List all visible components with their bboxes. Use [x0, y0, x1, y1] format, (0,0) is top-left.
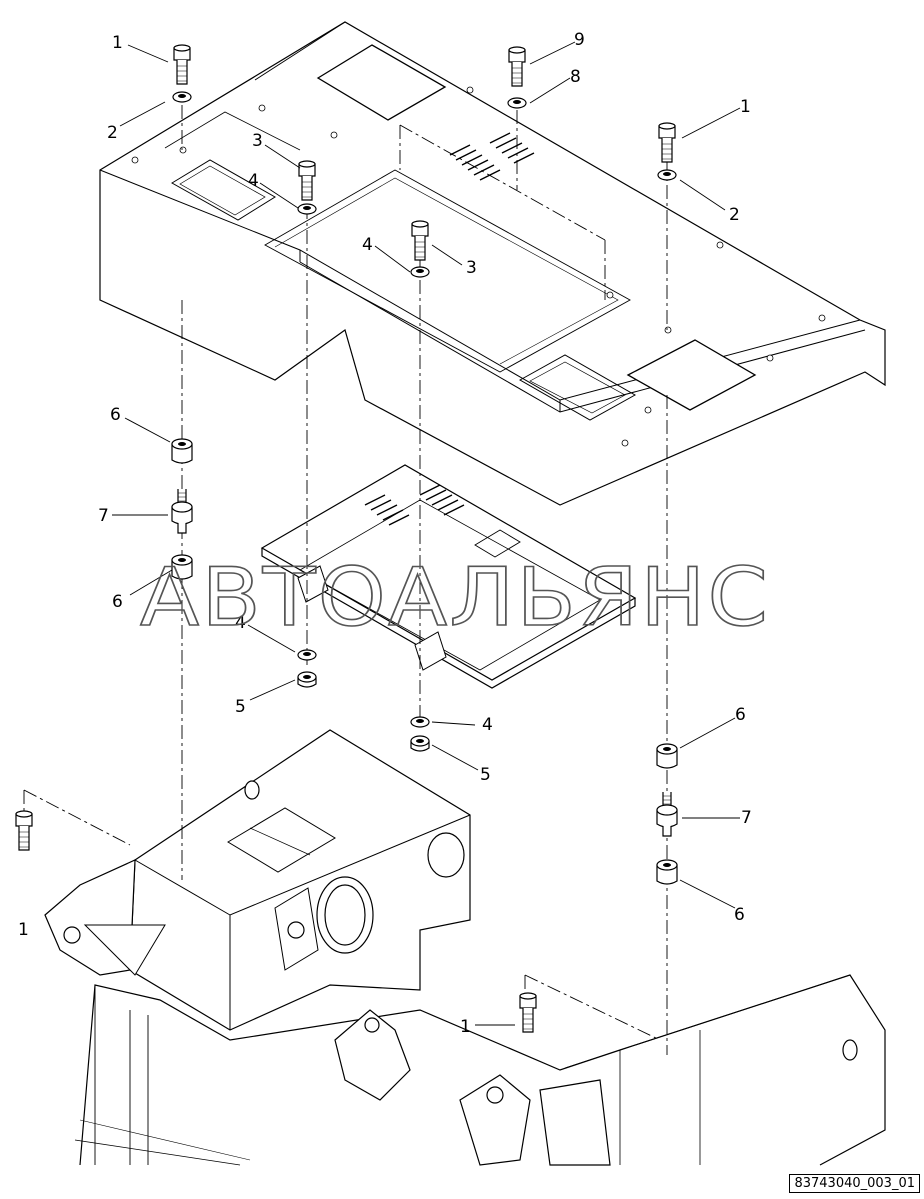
callout-1: 1	[740, 97, 751, 117]
callout-6: 6	[112, 592, 123, 612]
frame-bracket	[44, 729, 471, 1031]
callout-4: 4	[248, 171, 259, 191]
callout-5: 5	[480, 765, 491, 785]
callout-4: 4	[235, 613, 246, 633]
callout-4: 4	[362, 235, 373, 255]
callout-8: 8	[570, 67, 581, 87]
callout-2: 2	[729, 205, 740, 225]
lower-tray-panel	[260, 464, 637, 689]
callout-2: 2	[107, 123, 118, 143]
callout-7: 7	[741, 808, 752, 828]
callout-6: 6	[110, 405, 121, 425]
drawing-code-label: 83743040_003_01	[789, 1174, 920, 1193]
callout-3: 3	[252, 131, 263, 151]
callout-4: 4	[482, 715, 493, 735]
callout-5: 5	[235, 697, 246, 717]
callout-1: 1	[112, 33, 123, 53]
callout-labels: 1 2 3 4 9 8 1 2 4 3 6 7 6 4 5 4 5 6 7 6 …	[18, 30, 752, 1037]
callout-6: 6	[734, 905, 745, 925]
top-cover-panel	[99, 21, 886, 506]
callout-6: 6	[735, 705, 746, 725]
assembly-center-lines	[23, 105, 668, 1055]
leader-lines	[112, 41, 741, 1026]
watermark-text: АВТОАЛЬЯНС	[140, 551, 770, 644]
callout-9: 9	[574, 30, 585, 50]
callout-3: 3	[466, 258, 477, 278]
callout-1: 1	[18, 920, 29, 940]
callout-7: 7	[98, 506, 109, 526]
main-frame	[74, 974, 886, 1166]
callout-1: 1	[460, 1017, 471, 1037]
